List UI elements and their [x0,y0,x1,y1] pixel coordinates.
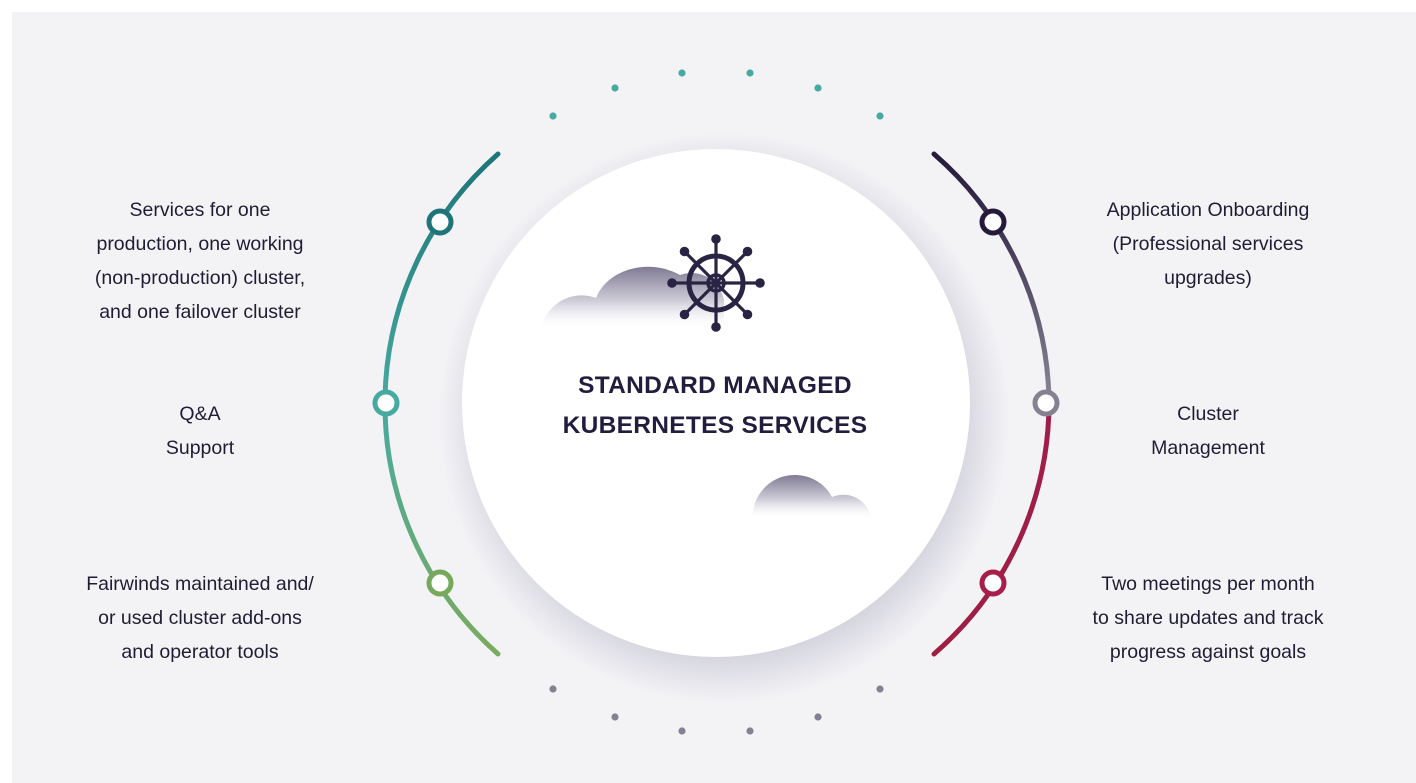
right-arc-bottom [931,400,1052,657]
kubernetes-helm-icon [667,234,765,332]
left-item-add-ons: Fairwinds maintained and/ or used cluste… [86,573,314,663]
left-node-bottom [426,569,454,597]
center-circle [462,149,970,657]
diagram-title: STANDARD MANAGED KUBERNETES SERVICES [562,372,868,439]
right-item-meetings: Two meetings per month to share updates … [1092,573,1324,663]
right-node-bottom [979,569,1007,597]
bottom-dots [549,685,884,735]
right-item-onboarding: Application Onboarding (Professional ser… [1106,199,1310,289]
left-node-middle [372,389,400,417]
left-item-qa-support: Q&A Support [165,403,235,459]
left-node-top [426,208,454,236]
right-node-middle [1032,389,1060,417]
left-item-clusters: Services for one production, one working… [94,199,306,323]
top-dots [549,69,884,120]
right-arc-top [931,151,1052,406]
right-item-cluster-management: Cluster Management [1151,403,1265,459]
right-node-top [979,208,1007,236]
